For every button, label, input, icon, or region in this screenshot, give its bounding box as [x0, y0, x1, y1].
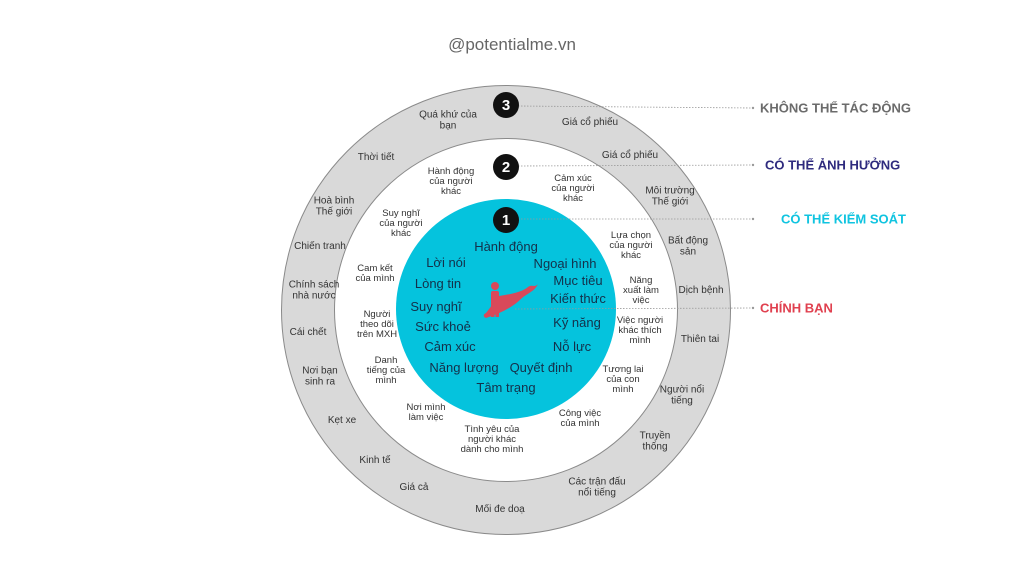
middle-item: Công việc của mình [558, 408, 602, 429]
outer-item: Kẹt xe [327, 414, 357, 426]
middle-item: Cảm xúc của người khác [551, 173, 595, 204]
level-3-badge: 3 [493, 92, 519, 118]
middle-item: Nơi mình làm việc [406, 402, 446, 423]
outer-item: Truyền thống [639, 430, 671, 452]
watermark-handle: @potentialme.vn [448, 35, 576, 54]
middle-item: Năng xuất làm việc [623, 275, 659, 306]
connector-line-2 [517, 164, 753, 167]
inner-item: Tâm trạng [476, 380, 536, 396]
level-2-badge: 2 [493, 154, 519, 180]
label-can-influence: CÓ THỂ ẢNH HƯỞNG [765, 157, 901, 173]
connector-line-3 [517, 105, 753, 109]
outer-item: Giá cổ phiếu [561, 116, 619, 128]
outer-item: Dịch bệnh [678, 284, 724, 296]
inner-item: Suy nghĩ [410, 299, 462, 315]
outer-item: Cái chết [289, 326, 327, 338]
inner-item: Sức khoẻ [415, 319, 471, 335]
inner-item: Lòng tin [414, 276, 462, 292]
inner-item: Nỗ lực [552, 339, 592, 355]
inner-item: Năng lượng [429, 360, 499, 376]
label-yourself: CHÍNH BẠN [760, 300, 833, 316]
middle-item: Danh tiếng của mình [366, 355, 406, 386]
inner-item: Hành động [474, 239, 538, 255]
outer-item: Chiến tranh [294, 240, 346, 252]
outer-item: Quá khứ của bạn [419, 109, 477, 131]
label-cannot-affect: KHÔNG THỂ TÁC ĐỘNG [760, 100, 911, 116]
outer-item: Chính sách nhà nước [288, 279, 340, 301]
outer-item: Giá cổ phiếu [601, 149, 659, 161]
inner-item: Cảm xúc [424, 339, 476, 355]
outer-item: Kinh tế [359, 454, 391, 466]
middle-item: Cam kết của mình [355, 263, 395, 284]
middle-item: Tương lai của con mình [602, 364, 644, 395]
outer-item: Nơi bạn sinh ra [302, 365, 338, 387]
outer-item: Giá cả [399, 481, 429, 493]
connector-line-self [514, 307, 753, 310]
outer-item: Bất động sản [667, 235, 709, 257]
middle-item: Hành động của người khác [427, 166, 475, 197]
outer-item: Các trận đấu nổi tiếng [568, 476, 626, 498]
middle-item: Suy nghĩ của người khác [379, 208, 423, 239]
outer-item: Thời tiết [357, 151, 395, 163]
label-can-control: CÓ THỂ KIỂM SOÁT [781, 211, 906, 227]
inner-item: Mục tiêu [553, 273, 603, 289]
middle-item: Người theo dõi trên MXH [356, 309, 398, 340]
inner-item: Ngoại hình [533, 256, 597, 272]
person-with-cape-icon [483, 282, 538, 318]
level-1-badge: 1 [493, 207, 519, 233]
outer-item: Môi trường Thế giới [645, 185, 695, 207]
inner-item: Kiến thức [550, 291, 606, 307]
outer-item: Mối đe doạ [475, 503, 525, 515]
middle-item: Lựa chọn của người khác [609, 230, 653, 261]
middle-item: Tình yêu của người khác dành cho mình [460, 424, 524, 455]
outer-item: Thiên tai [680, 333, 720, 345]
inner-item: Quyết định [509, 360, 573, 376]
inner-item: Kỹ năng [553, 315, 601, 331]
outer-item: Người nổi tiếng [659, 384, 705, 406]
inner-item: Lời nói [426, 255, 466, 271]
middle-item: Việc người khác thích mình [616, 315, 664, 346]
outer-item: Hoà bình Thế giới [313, 195, 355, 217]
